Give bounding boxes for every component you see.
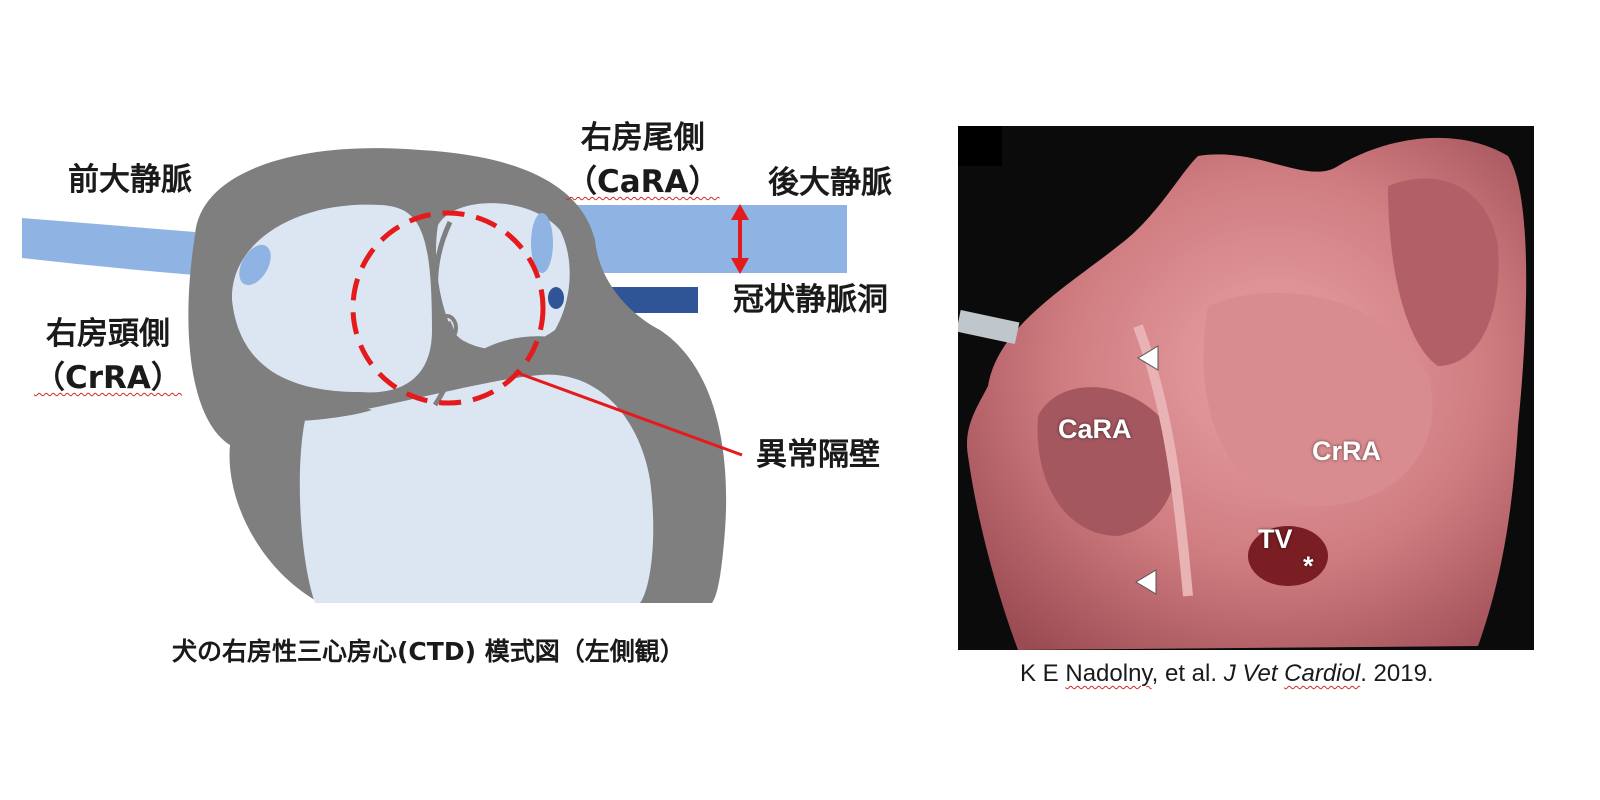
coronary-sinus-opening [548,287,564,309]
citation-author: Nadolny [1065,660,1152,687]
crra-label-line2: （CrRA） [34,360,182,396]
citation-journal: J Vet Cardiol [1223,660,1361,687]
highlight-circle [350,210,546,406]
photo-label-crra: CrRA [1312,436,1382,466]
specimen-photo-drawing [958,126,1534,650]
anterior-vena-cava-label: 前大静脈 [68,162,192,198]
crra-label-line1: 右房頭側 [45,316,170,352]
anterior-vena-cava-vessel [22,218,195,275]
abnormal-septum-label: 異常隔壁 [756,437,880,473]
citation-etal: , et al. [1151,660,1224,687]
posterior-vena-cava-vessel [560,205,847,273]
posterior-vena-cava-label: 後大静脈 [768,165,892,201]
arrowhead-upper [1137,345,1159,371]
coronary-sinus-label: 冠状静脈洞 [733,282,888,318]
trabeculae-region [1388,178,1499,366]
ctd-schematic: 前大静脈 右房尾側 （CaRA） 後大静脈 冠状静脈洞 右房頭側 （CrRA） … [22,116,892,666]
schematic-drawing [22,148,847,603]
valve-leaflet [228,398,372,422]
double-arrow-head-bottom [731,258,749,274]
cara-label-line1: 右房尾側 [580,120,705,156]
crra-chamber [231,204,432,393]
tv-opening [1248,526,1328,586]
cara-cavity [1037,387,1176,536]
citation-initials: K E [1020,660,1059,687]
cara-label: 右房尾側 （CaRA） [566,116,720,204]
double-arrow-head-top [731,204,749,220]
photo-label-asterisk: * [1303,551,1314,581]
crra-cavity [1203,292,1433,506]
forceps [958,309,1020,344]
photo-label-tv: TV [1258,524,1293,554]
ventricle-chamber [299,374,654,603]
photo-label-cara: CaRA [1058,414,1132,444]
crra-vein-opening [239,244,271,286]
cara-vein-opening [531,213,553,273]
citation-year: . 2019. [1360,660,1434,687]
photo-citation: K E Nadolny, et al. J Vet Cardiol. 2019. [1020,660,1434,688]
crra-label: 右房頭側 （CrRA） [34,312,182,400]
cara-label-line2: （CaRA） [566,164,720,200]
schematic-caption: 犬の右房性三心房心(CTD) 模式図（左側観） [172,637,685,666]
specimen-photo: CaRA CrRA TV * [958,126,1534,650]
septum-pointer-line [514,370,743,457]
arrowhead-lower [1135,569,1157,595]
septal-ring [436,314,458,342]
